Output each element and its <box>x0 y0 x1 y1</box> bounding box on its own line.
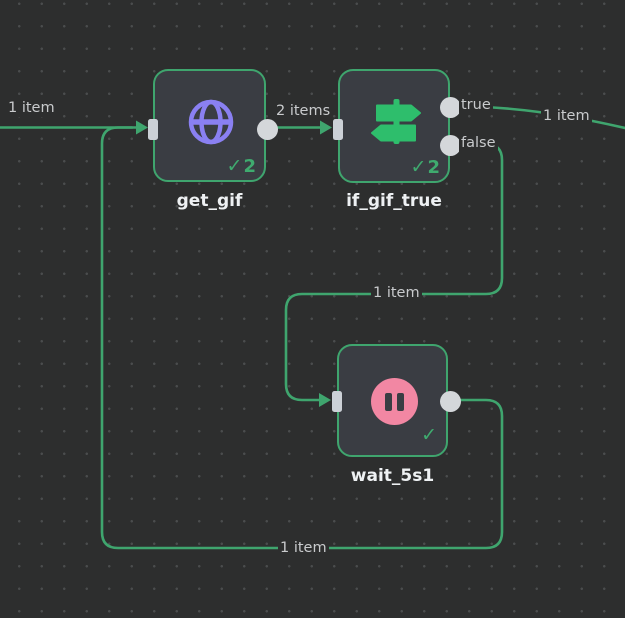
node-label-get-gif: get_gif <box>176 191 243 211</box>
arrowhead-if-input <box>320 120 332 135</box>
output-port-true[interactable] <box>440 97 461 118</box>
status-success-badge: ✓2 <box>227 155 256 178</box>
status-success-badge: ✓2 <box>411 156 440 179</box>
globe-icon <box>188 99 234 145</box>
input-port[interactable] <box>332 391 342 412</box>
edge-label-getgif-to-if: 2 items <box>274 103 333 120</box>
port-label-false: false <box>459 135 498 152</box>
run-count: 2 <box>243 156 256 177</box>
check-icon: ✓ <box>421 424 437 446</box>
node-if-gif-true[interactable]: ✓2 <box>333 69 461 183</box>
output-port-false[interactable] <box>440 135 461 156</box>
node-label-wait-5s1: wait_5s1 <box>350 466 435 486</box>
arrowhead-get-gif-input <box>136 120 148 135</box>
node-label-if-gif-true: if_gif_true <box>346 191 442 211</box>
status-success-badge: ✓ <box>421 424 438 447</box>
check-icon: ✓ <box>410 156 427 178</box>
edge-label-false-to-wait: 1 item <box>371 285 422 302</box>
input-port[interactable] <box>333 119 343 140</box>
pause-bar <box>397 392 404 411</box>
check-icon: ✓ <box>226 155 243 177</box>
output-port[interactable] <box>257 119 278 140</box>
pause-icon <box>371 378 418 425</box>
run-count: 2 <box>427 157 440 178</box>
signpost-icon <box>371 99 421 144</box>
edge-label-true-output: 1 item <box>541 108 592 125</box>
arrowhead-wait-input <box>319 393 331 407</box>
node-get-gif[interactable]: ✓2 <box>148 69 278 182</box>
edge-label-incoming: 1 item <box>6 100 57 117</box>
edge-label-loop: 1 item <box>278 540 329 557</box>
output-port[interactable] <box>440 391 461 412</box>
input-port[interactable] <box>148 119 158 140</box>
pause-bar <box>385 392 392 411</box>
port-label-true: true <box>459 97 493 114</box>
node-wait-5s1[interactable]: ✓ <box>332 344 461 457</box>
